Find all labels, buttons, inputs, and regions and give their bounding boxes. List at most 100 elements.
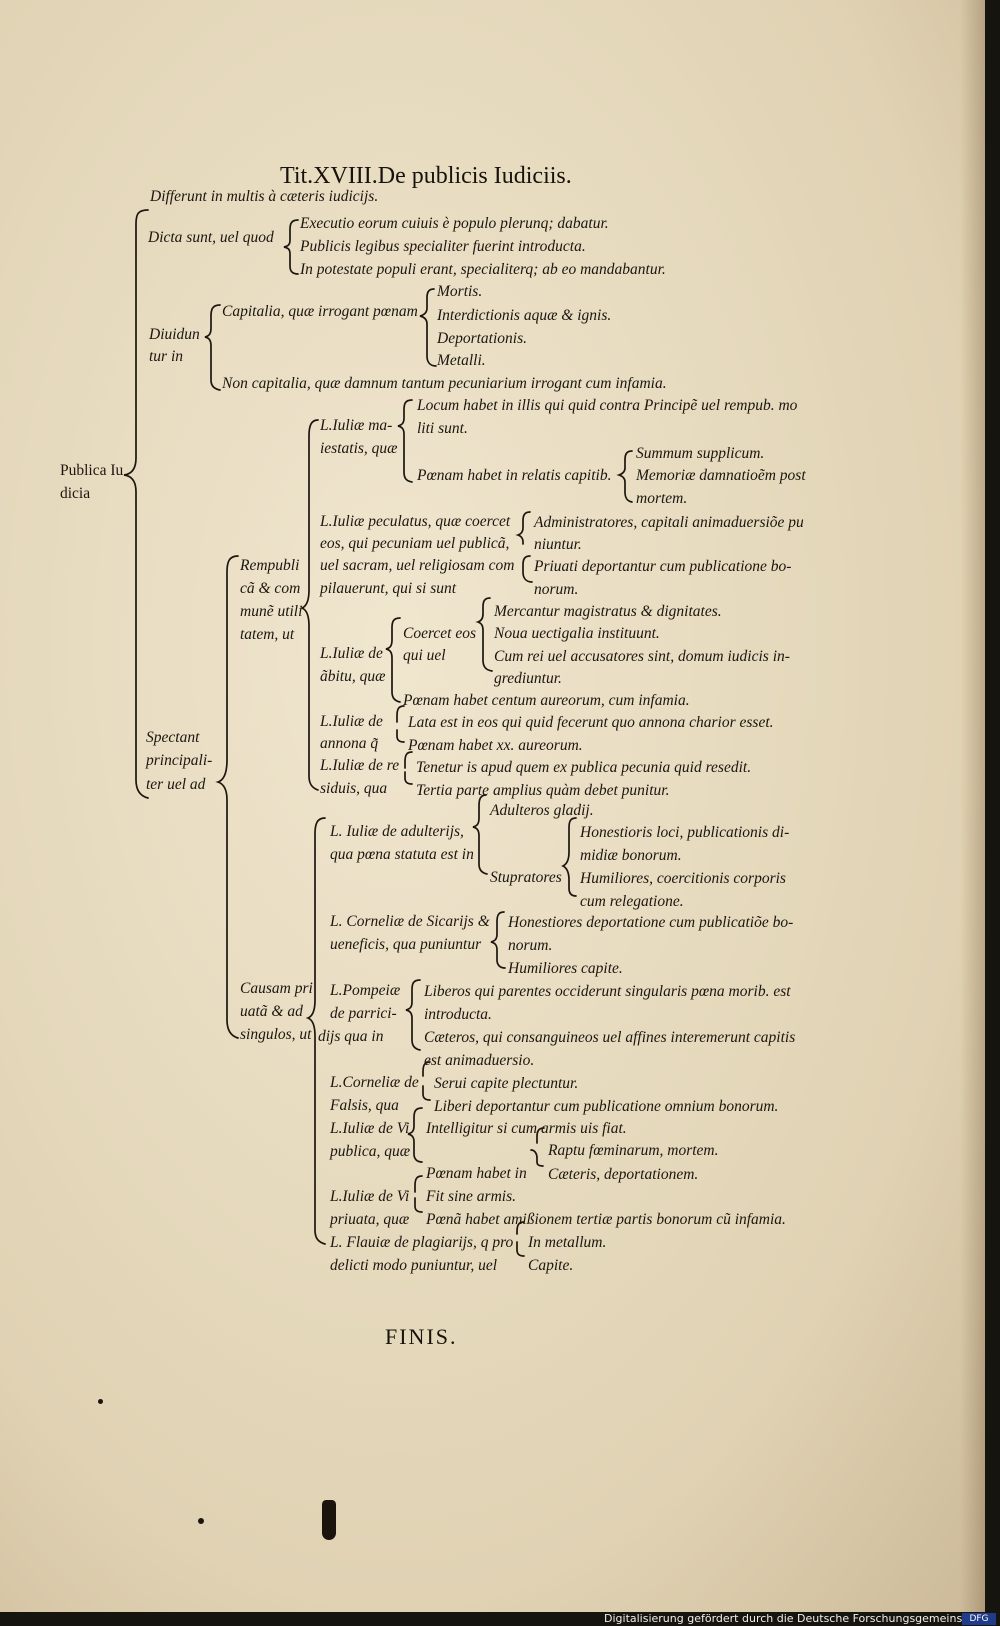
brace-capitalia bbox=[419, 288, 437, 367]
line-administratores: Administratores, capitali animaduersiõe … bbox=[534, 514, 804, 531]
line-norum-1: norum. bbox=[534, 581, 579, 598]
line-cum-relegatione: cum relegatione. bbox=[580, 893, 684, 910]
braces-diagram bbox=[123, 209, 633, 1257]
line-poenam-xx: Pœnam habet xx. aureorum. bbox=[408, 737, 583, 754]
page-title: Tit.XVIII.De publicis Iudiciis. bbox=[280, 163, 572, 189]
line-adulteros: Adulteros gladij. bbox=[490, 802, 594, 819]
line-peculatus: L.Iuliæ peculatus, quæ coercet bbox=[320, 513, 511, 530]
line-intelligitur: Intelligitur si cum armis uis fiat. bbox=[426, 1120, 627, 1137]
line-honestiores: Honestiores deportatione cum publicatiõe… bbox=[508, 914, 794, 931]
line-in-metallum: In metallum. bbox=[528, 1234, 607, 1251]
line-publica-quae: publica, quæ bbox=[330, 1143, 411, 1160]
brace-annona bbox=[396, 705, 405, 743]
line-vi-publica: L.Iuliæ de Vi bbox=[330, 1120, 410, 1137]
line-causam-pri: Causam pri bbox=[240, 980, 313, 997]
brace-peculatus-1 bbox=[515, 511, 531, 545]
line-singulos-ut: singulos, ut bbox=[240, 1026, 312, 1043]
brace-vi-publica bbox=[407, 1107, 423, 1163]
line-priuata-quae: priuata, quæ bbox=[330, 1211, 410, 1228]
line-corneliae-falsis: L.Corneliæ de bbox=[330, 1074, 419, 1091]
line-midiae: midiæ bonorum. bbox=[580, 847, 682, 864]
brace-residuis bbox=[404, 751, 413, 785]
line-uel-sacram: uel sacram, uel religiosam com bbox=[320, 557, 515, 574]
brace-peculatus-2 bbox=[522, 555, 533, 583]
brace-ambitu bbox=[385, 617, 401, 703]
line-raptu: Raptu fœminarum, mortem. bbox=[548, 1142, 719, 1159]
line-l-iuliae-annona: L.Iuliæ de bbox=[320, 713, 383, 730]
line-l-iuliae-maiestatis: L.Iuliæ ma- bbox=[320, 417, 393, 434]
line-niuntur: niuntur. bbox=[534, 536, 582, 553]
brace-spectant bbox=[215, 555, 239, 1039]
line-coercet-eos: Coercet eos bbox=[403, 625, 477, 642]
line-honestioris: Honestioris loci, publicationis di- bbox=[580, 824, 790, 841]
line-amissionem: Pœnã habet amißionem tertiæ partis bonor… bbox=[426, 1211, 786, 1228]
line-tenetur: Tenetur is apud quem ex publica pecunia … bbox=[416, 759, 752, 776]
line-publica-iu: Publica Iu bbox=[60, 462, 124, 479]
line-lata-est: Lata est in eos qui quid fecerunt quo an… bbox=[408, 714, 774, 731]
line-qua-poena: qua pœna statuta est in bbox=[330, 846, 474, 863]
line-dicia: dicia bbox=[60, 485, 91, 502]
line-falsis-qua: Falsis, qua bbox=[330, 1097, 399, 1114]
page-edge-shadow bbox=[960, 0, 985, 1612]
line-cum-rei: Cum rei uel accusatores sint, domum iudi… bbox=[494, 648, 790, 665]
line-adulterijs: L. Iuliæ de adulterijs, bbox=[330, 823, 464, 840]
brace-adulterijs bbox=[472, 794, 488, 875]
line-principali: principali- bbox=[146, 752, 213, 769]
line-tur-in: tur in bbox=[149, 348, 184, 365]
brace-vi-priuata bbox=[414, 1175, 423, 1213]
line-non-capitalia: Non capitalia, quæ damnum tantum pecunia… bbox=[222, 375, 667, 392]
brace-flauiae bbox=[516, 1221, 525, 1257]
brace-stupratores bbox=[561, 817, 577, 897]
line-liberos: Liberos qui parentes occiderunt singular… bbox=[424, 983, 791, 1000]
line-norum-2: norum. bbox=[508, 937, 553, 954]
line-spectant: Spectant bbox=[146, 729, 200, 746]
line-humiliores-capite: Humiliores capite. bbox=[508, 960, 623, 977]
brace-diuiduntur bbox=[204, 304, 221, 391]
line-annona-q: annona q̃ bbox=[320, 735, 379, 752]
brace-rempublicam bbox=[299, 419, 319, 791]
brace-coercet bbox=[475, 597, 493, 672]
line-ambitu-quae: ãbitu, quæ bbox=[320, 668, 386, 685]
line-pompeiae: L.Pompeiæ bbox=[330, 982, 401, 999]
line-diuidun: Diuidun bbox=[149, 326, 200, 343]
line-stupratores: Stupratores bbox=[490, 869, 562, 886]
line-siduis-qua: siduis, qua bbox=[320, 780, 388, 797]
brace-poenam-capitib bbox=[616, 450, 633, 503]
line-executio: Executio eorum cuiuis è populo plerunq; … bbox=[300, 215, 609, 232]
brace-poenam-in bbox=[530, 1127, 545, 1167]
brace-main bbox=[123, 209, 149, 799]
line-poenam-habet-in: Pœnam habet in bbox=[426, 1165, 527, 1182]
line-ter-uel-ad: ter uel ad bbox=[146, 776, 206, 793]
line-capite: Capite. bbox=[528, 1257, 574, 1274]
line-l-iuliae-ambitu: L.Iuliæ de bbox=[320, 645, 383, 662]
line-mortem: mortem. bbox=[636, 490, 688, 507]
line-introducta: introducta. bbox=[424, 1006, 492, 1023]
line-poenam-relatis: Pœnam habet in relatis capitib. bbox=[417, 467, 612, 484]
brace-causam bbox=[305, 817, 326, 1245]
line-priuati: Priuati deportantur cum publicatione bo- bbox=[534, 558, 792, 575]
line-animaduersio: est animaduersio. bbox=[424, 1052, 535, 1069]
line-caeteros: Cæteros, qui consanguineos uel affines i… bbox=[424, 1029, 796, 1046]
footer-credit: Digitalisierung gefördert durch die Deut… bbox=[604, 1612, 997, 1625]
line-metalli: Metalli. bbox=[437, 352, 486, 369]
ink-spot bbox=[198, 1518, 204, 1524]
line-publicis-legibus: Publicis legibus specialiter fuerint int… bbox=[300, 238, 586, 255]
line-mortis: Mortis. bbox=[437, 283, 483, 300]
line-dicta-sunt: Dicta sunt, uel quod bbox=[148, 229, 274, 246]
brace-sicariis bbox=[490, 911, 506, 969]
line-grediuntur: grediuntur. bbox=[494, 670, 562, 687]
brace-dicta bbox=[283, 219, 299, 275]
line-uatam-ad: uatã & ad bbox=[240, 1003, 303, 1020]
line-in-potestate: In potestate populi erant, specialiterq;… bbox=[300, 261, 666, 278]
line-corneliae-sicarijs: L. Corneliæ de Sicarijs & bbox=[330, 913, 490, 930]
scanned-page: Tit.XVIII.De publicis Iudiciis. bbox=[0, 0, 985, 1612]
line-ueneficis: ueneficis, qua puniuntur bbox=[330, 936, 482, 953]
brace-pompeiae bbox=[405, 979, 421, 1051]
line-humiliores-coercitionis: Humiliores, coercitionis corporis bbox=[580, 870, 786, 887]
line-poenam-centum: Pœnam habet centum aureorum, cum infamia… bbox=[403, 692, 690, 709]
line-capitalia: Capitalia, quæ irrogant pœnam bbox=[222, 303, 418, 320]
line-l-iuliae-residuis: L.Iuliæ de re bbox=[320, 757, 400, 774]
line-vi-priuata: L.Iuliæ de Vi bbox=[330, 1188, 410, 1205]
line-deportationis: Deportationis. bbox=[437, 330, 527, 347]
line-iestatis-quae: iestatis, quæ bbox=[320, 440, 398, 457]
